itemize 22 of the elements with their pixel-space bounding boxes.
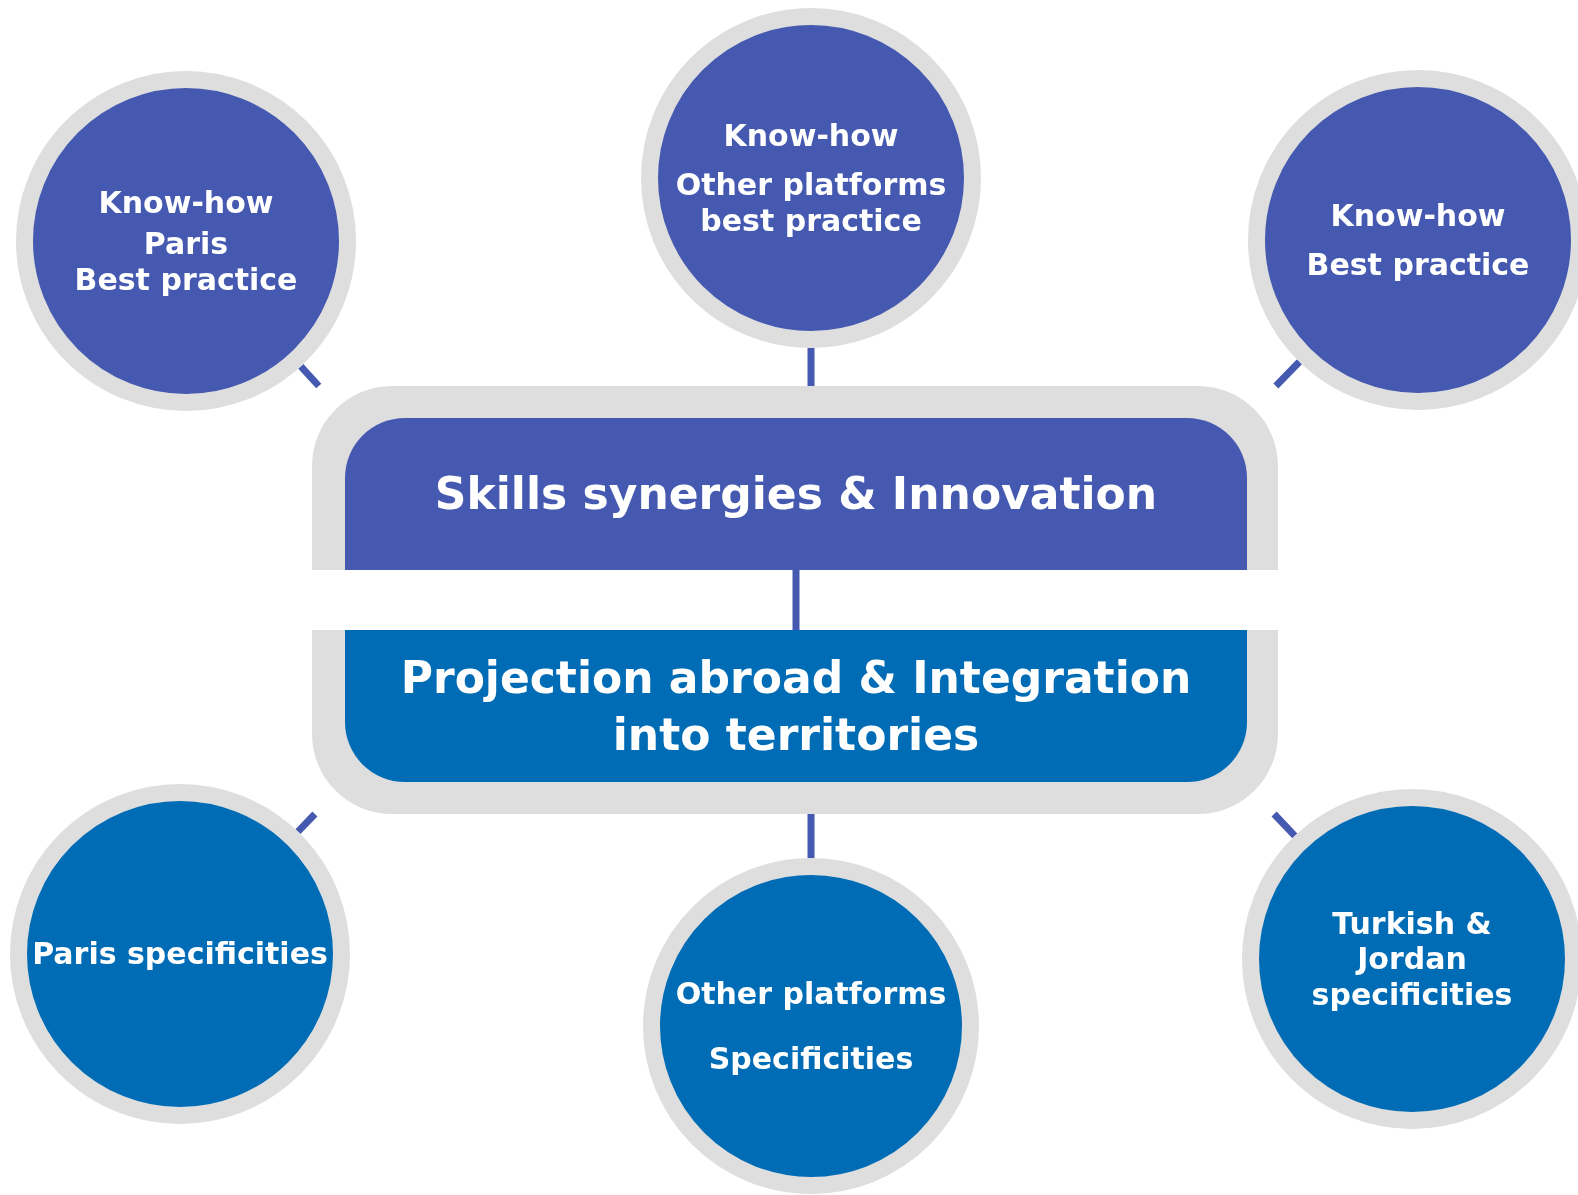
node-label: Know-how: [98, 184, 274, 221]
connector-line: [295, 811, 318, 834]
node-label: Best practice: [1306, 247, 1530, 283]
band-title: Skills synergies & Innovation: [434, 467, 1158, 522]
node-label: Turkish & Jordan specificities: [1310, 905, 1514, 1013]
band-box: [345, 630, 1247, 782]
node-label: Best practice: [74, 261, 298, 298]
connector-line: [807, 814, 815, 858]
connector-line: [1273, 359, 1302, 389]
connector-line: [807, 348, 815, 386]
band-box: [345, 418, 1247, 570]
connector-line: [298, 364, 322, 389]
connector-line: [792, 570, 800, 630]
node-label: Know-how: [1330, 197, 1506, 233]
node-label: Other platforms: [675, 975, 947, 1011]
node-label: Know-how: [723, 117, 899, 154]
node-label: Other platforms best practice: [674, 167, 948, 239]
node-label: Paris specificities: [32, 936, 328, 972]
band-title: Projection abroad & Integration into territories: [399, 650, 1193, 762]
node-label: Specificities: [708, 1041, 914, 1077]
node-label: Paris: [143, 226, 229, 262]
connector-line: [1271, 811, 1298, 839]
